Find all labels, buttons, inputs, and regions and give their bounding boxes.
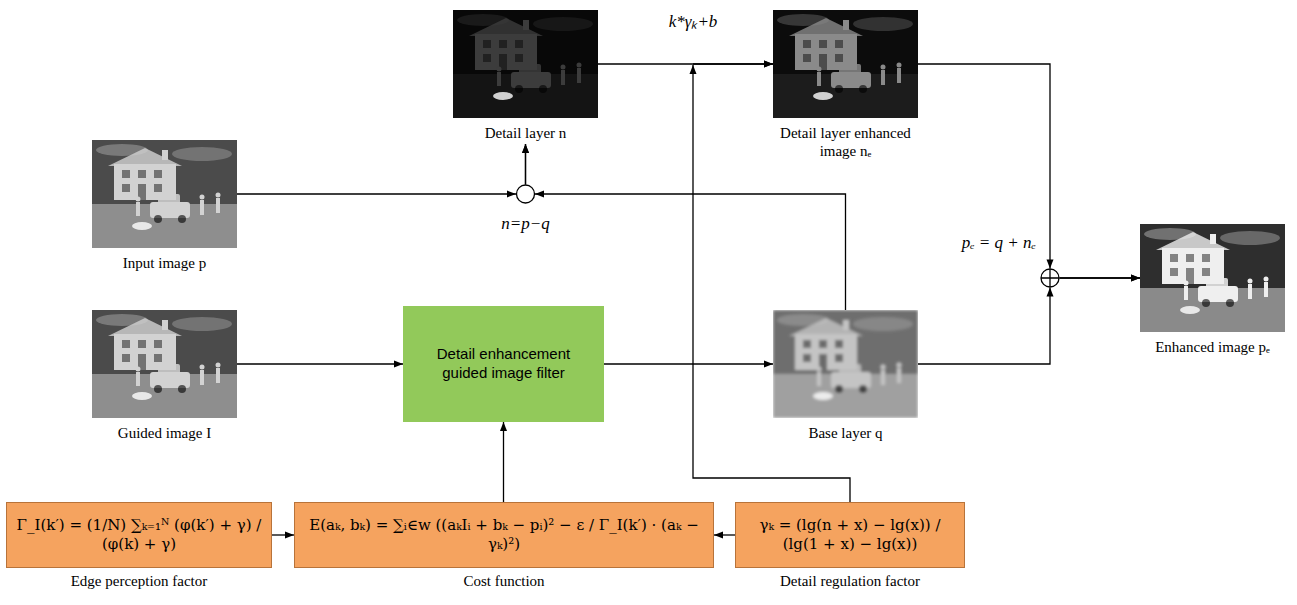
connector [918, 275, 1140, 365]
box-label: Detail enhancement guided image filter [417, 345, 590, 383]
formula-caption: Edge perception factor [6, 572, 272, 590]
connector [604, 361, 773, 368]
formula: Γ_I(k′) = (1/N) ∑ₖ₌₁ᴺ (φ(k′) + γ) / (φ(k… [15, 516, 263, 554]
arrowhead [394, 361, 403, 368]
connector [272, 532, 294, 539]
arrowhead [1131, 275, 1140, 282]
formula-panel: γₖ = (lg(n + x) − lg(x)) / (lg(1 + x) − … [735, 502, 965, 568]
enhanced-detail-image [773, 10, 918, 118]
image-panel: Detail layer enhanced image nₑ [773, 10, 918, 160]
formula-panel: Γ_I(k′) = (1/N) ∑ₖ₌₁ᴺ (φ(k′) + γ) / (φ(k… [6, 502, 272, 568]
arrowhead [764, 61, 773, 68]
image-ground [92, 140, 237, 248]
arrowhead [507, 191, 516, 198]
filter-box: Detail enhancement guided image filter [403, 306, 604, 422]
arrowhead [764, 361, 773, 368]
formula: E(aₖ, bₖ) = ∑ᵢ∈w ((aₖIᵢ + bₖ − pᵢ)² − ε … [303, 516, 705, 554]
image-panel: Detail layer n [453, 10, 598, 142]
detail-layer-image [453, 10, 598, 118]
sum-junction [1041, 269, 1059, 287]
guided-image [92, 310, 237, 418]
equation-label: n=p−q [499, 214, 551, 234]
connector [714, 532, 735, 539]
scene [1144, 228, 1280, 314]
picture-area [92, 140, 237, 248]
connector-line [526, 144, 846, 310]
scene [96, 144, 232, 230]
picture-area [92, 310, 237, 418]
input-image [92, 140, 237, 248]
formula-box: Γ_I(k′) = (1/N) ∑ₖ₌₁ᴺ (φ(k′) + γ) / (φ(k… [6, 502, 272, 590]
connector [522, 144, 846, 310]
formula: γₖ = (lg(n + x) − lg(x)) / (lg(1 + x) − … [744, 516, 956, 554]
connector-line [237, 144, 526, 194]
picture-area [773, 310, 918, 418]
arrowhead [535, 191, 544, 198]
arrowhead [1047, 288, 1054, 297]
sum-circle [1041, 269, 1059, 287]
connector [918, 64, 1140, 282]
formula-caption: Cost function [294, 572, 714, 590]
arrowhead [522, 144, 529, 153]
image-ground [773, 10, 918, 118]
arrowhead [690, 65, 697, 74]
connector-line [918, 64, 1140, 278]
blurred-scene [773, 310, 918, 418]
image-ground [92, 310, 237, 418]
subtract-junction [517, 185, 535, 203]
picture-area [1140, 224, 1285, 332]
formula-box: γₖ = (lg(n + x) − lg(x)) / (lg(1 + x) − … [735, 502, 965, 590]
connector [500, 422, 507, 502]
connector-line [918, 278, 1140, 364]
image-caption: Base layer q [773, 424, 918, 442]
image-caption: Detail layer enhanced image nₑ [773, 124, 918, 160]
picture-area [773, 10, 918, 118]
image-panel: Guided image I [92, 310, 237, 442]
picture-area [453, 10, 598, 118]
base-layer-image [773, 310, 918, 418]
arrowhead [764, 61, 773, 68]
arrowhead [285, 532, 294, 539]
equation-label: pₑ = q + nₑ [960, 233, 1038, 253]
scene [777, 14, 913, 100]
image-caption: Enhanced image pₑ [1140, 338, 1285, 356]
image-caption: Guided image I [92, 424, 237, 442]
connector-line [604, 363, 773, 364]
arrowhead [1047, 260, 1054, 269]
scene [96, 314, 232, 400]
edge-label: k*γₖ+b [667, 12, 720, 32]
arrowhead [522, 144, 529, 153]
connector [237, 361, 403, 368]
image-caption: Input image p [92, 254, 237, 272]
arrowhead [500, 422, 507, 431]
image-ground [453, 10, 598, 118]
connector [237, 144, 529, 198]
sum-cross [1041, 269, 1059, 287]
formula-caption: Detail regulation factor [735, 572, 965, 590]
connector-line [237, 363, 403, 364]
image-panel: Enhanced image pₑ [1140, 224, 1285, 356]
image-ground [773, 310, 918, 418]
image-panel: Base layer q [773, 310, 918, 442]
scene [457, 14, 593, 100]
formula-panel: E(aₖ, bₖ) = ∑ᵢ∈w ((aₖIᵢ + bₖ − pᵢ)² − ε … [294, 502, 714, 568]
arrowhead [1131, 275, 1140, 282]
image-ground [1140, 224, 1285, 332]
arrowhead [714, 532, 723, 539]
connector-line [503, 422, 504, 502]
image-caption: Detail layer n [453, 124, 598, 142]
scene [777, 314, 913, 400]
enhanced-image [1140, 224, 1285, 332]
image-panel: Input image p [92, 140, 237, 272]
formula-box: E(aₖ, bₖ) = ∑ᵢ∈w ((aₖIᵢ + bₖ − pᵢ)² − ε … [294, 502, 714, 590]
